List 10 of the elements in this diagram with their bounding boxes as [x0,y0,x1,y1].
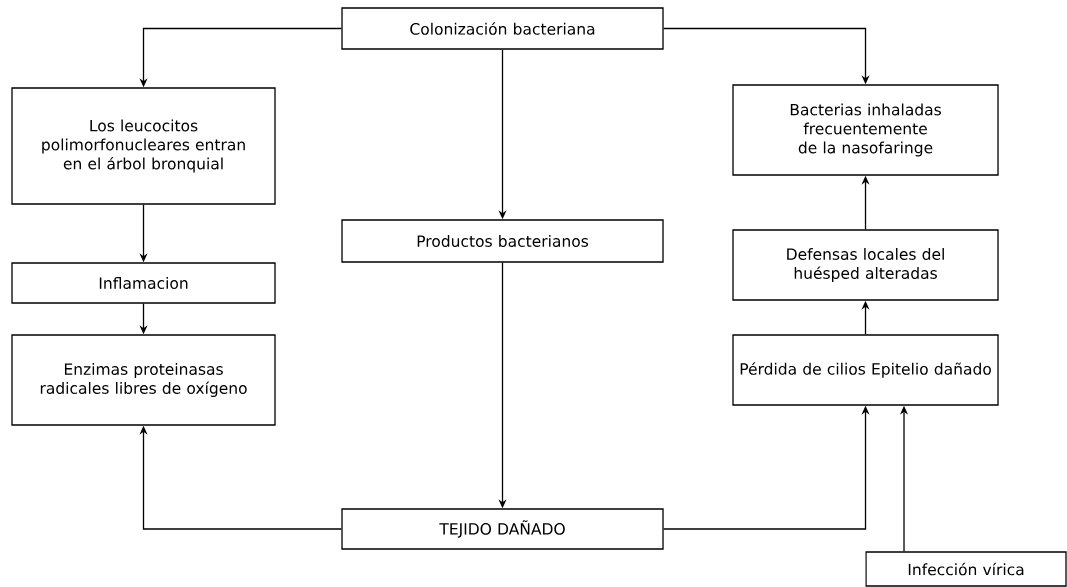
process-box: Infección vírica [865,551,1067,587]
process-box: Enzimas proteinasas radicales libres de oxígeno [11,334,276,426]
process-box: Colonización bacteriana [341,7,664,50]
process-box: Bacterias inhaladas frecuentemente de la nasofaringe [732,84,999,176]
process-box: Pérdida de cilios Epitelio dañado [732,334,999,406]
process-box: Productos bacterianos [341,219,664,263]
process-box: TEJIDO DAÑADO [341,508,664,550]
process-box: Los leucocitos polimorfonucleares entran en el árbol bronquial [11,87,276,205]
process-box: Defensas locales del huésped alteradas [732,229,999,301]
process-box: Inflamacion [11,262,276,304]
